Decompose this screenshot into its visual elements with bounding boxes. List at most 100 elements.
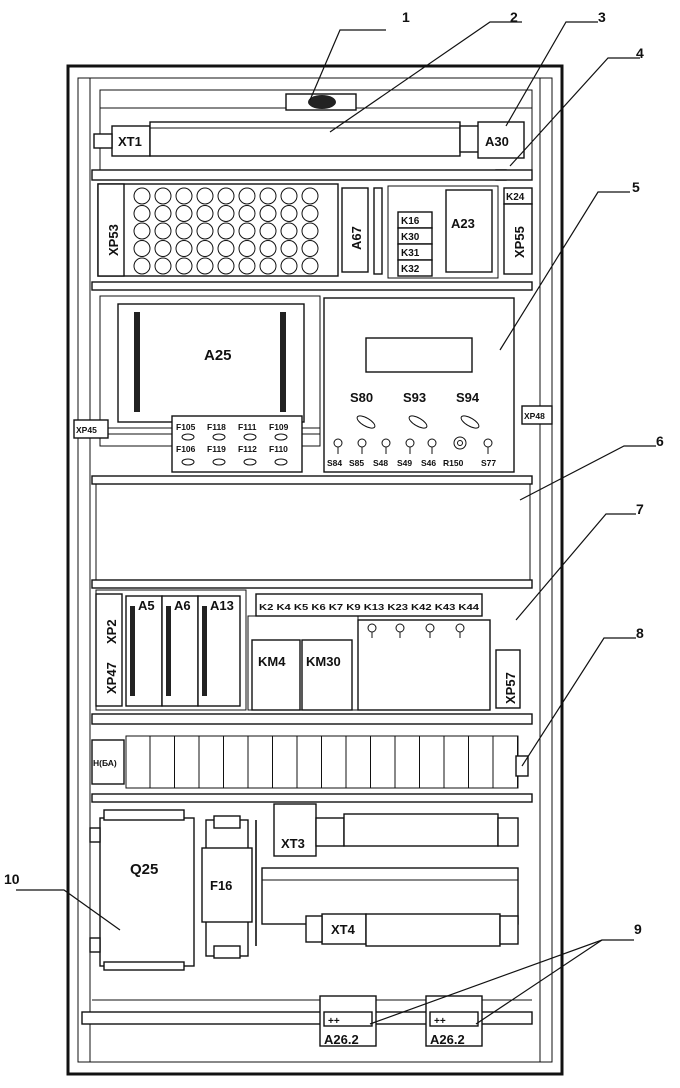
- f111-label: F111: [238, 422, 257, 432]
- vent-hole: [238, 240, 256, 257]
- xt1-label: XT1: [118, 134, 142, 149]
- k16-label: K16: [401, 216, 420, 227]
- vent-hole: [238, 257, 256, 275]
- vent-hole: [217, 187, 235, 205]
- f106-label: F106: [176, 444, 196, 454]
- km30-block: [301, 639, 353, 711]
- vent-hole: [259, 205, 277, 222]
- vent-hole: [196, 222, 214, 240]
- vent-hole: [259, 187, 277, 205]
- xp2-xp47-block: [95, 593, 123, 707]
- k24-label: K24: [506, 192, 525, 203]
- potentiometer: [453, 436, 467, 450]
- vent-hole: [301, 240, 319, 257]
- xp57-label: XP57: [503, 672, 518, 704]
- vent-hole: [175, 222, 193, 240]
- a26b-label: A26.2: [430, 1032, 465, 1047]
- xp45-label: XP45: [76, 425, 97, 435]
- callout-8: 8: [636, 625, 644, 641]
- xp47-label: XP47: [104, 662, 119, 694]
- xt3-block: [273, 803, 317, 857]
- xt4-label: XT4: [331, 922, 356, 937]
- k32-label: K32: [401, 264, 420, 275]
- s80-label: S80: [350, 390, 373, 405]
- vent-hole: [280, 205, 298, 222]
- xp55-label: XP55: [512, 226, 527, 258]
- a67-block: [341, 187, 369, 273]
- vent-hole: [154, 240, 172, 257]
- k32-relay: [397, 259, 433, 277]
- q25-label: Q25: [130, 861, 158, 878]
- xt3-label: XT3: [281, 836, 305, 851]
- vent-hole: [238, 205, 256, 222]
- hba-block: [91, 739, 125, 785]
- km4-block: [251, 639, 301, 711]
- vent-hole: [154, 187, 172, 205]
- callout-1: 1: [402, 9, 410, 25]
- xp53-label: XP53: [106, 224, 121, 256]
- vent-hole: [133, 187, 151, 205]
- vent-hole: [238, 222, 256, 240]
- a26a-label: A26.2: [324, 1032, 359, 1047]
- vent-hole: [280, 222, 298, 240]
- vent-hole: [301, 205, 319, 222]
- vent-hole: [175, 205, 193, 222]
- s49-label: S49: [397, 458, 412, 468]
- vent-hole: [238, 187, 256, 205]
- r150-label: R150: [443, 458, 464, 468]
- xp2-label: XP2: [104, 619, 119, 644]
- vent-holes: [133, 187, 319, 275]
- vent-hole: [301, 187, 319, 205]
- a23-label: A23: [451, 216, 475, 231]
- switch-knobs: [356, 415, 480, 429]
- a23-block: [445, 189, 493, 273]
- a25-label: A25: [204, 347, 232, 364]
- vent-hole: [280, 257, 298, 275]
- vent-hole: [280, 187, 298, 205]
- f119-label: F119: [207, 444, 226, 454]
- vent-hole: [133, 205, 151, 222]
- vent-hole: [301, 222, 319, 240]
- callout-10: 10: [4, 871, 20, 887]
- vent-hole: [154, 257, 172, 275]
- s93-label: S93: [403, 390, 426, 405]
- k30-label: K30: [401, 232, 420, 243]
- cabinet-outer-frame: [66, 64, 564, 1076]
- vent-hole: [217, 205, 235, 222]
- relay-knobs: [367, 623, 465, 638]
- vent-hole: [196, 257, 214, 275]
- vent-hole: [133, 240, 151, 257]
- f105-label: F105: [176, 422, 196, 432]
- callout-4: 4: [636, 45, 644, 61]
- a25-block: [117, 303, 305, 423]
- vent-hole: [280, 240, 298, 257]
- toggle-switches: [333, 436, 493, 454]
- a6-label: A6: [174, 598, 191, 613]
- callout-7: 7: [636, 501, 644, 517]
- a13-label: A13: [210, 598, 234, 613]
- f118-label: F118: [207, 422, 226, 432]
- xp53-block: [97, 183, 125, 277]
- callout-3: 3: [598, 9, 606, 25]
- km30-label: KM30: [306, 654, 341, 669]
- xt4-block: [321, 913, 367, 945]
- leader-lines: [16, 21, 656, 1025]
- f16-label: F16: [210, 878, 232, 893]
- callout-6: 6: [656, 433, 664, 449]
- vent-hole: [133, 257, 151, 275]
- s84-label: S84: [327, 458, 342, 468]
- a67-label: A67: [349, 226, 364, 250]
- callout-9: 9: [634, 921, 642, 937]
- vent-hole: [196, 187, 214, 205]
- cabinet-inner-frame: [77, 77, 553, 1063]
- callout-5: 5: [632, 179, 640, 195]
- xp45-block: [73, 419, 109, 439]
- vent-hole: [154, 222, 172, 240]
- vent-hole: [217, 257, 235, 275]
- cylinder-2: [149, 121, 461, 157]
- vent-hole: [259, 240, 277, 257]
- s77-label: S77: [481, 458, 496, 468]
- svg-text:++: ++: [434, 1016, 446, 1027]
- svg-text:++: ++: [328, 1016, 340, 1027]
